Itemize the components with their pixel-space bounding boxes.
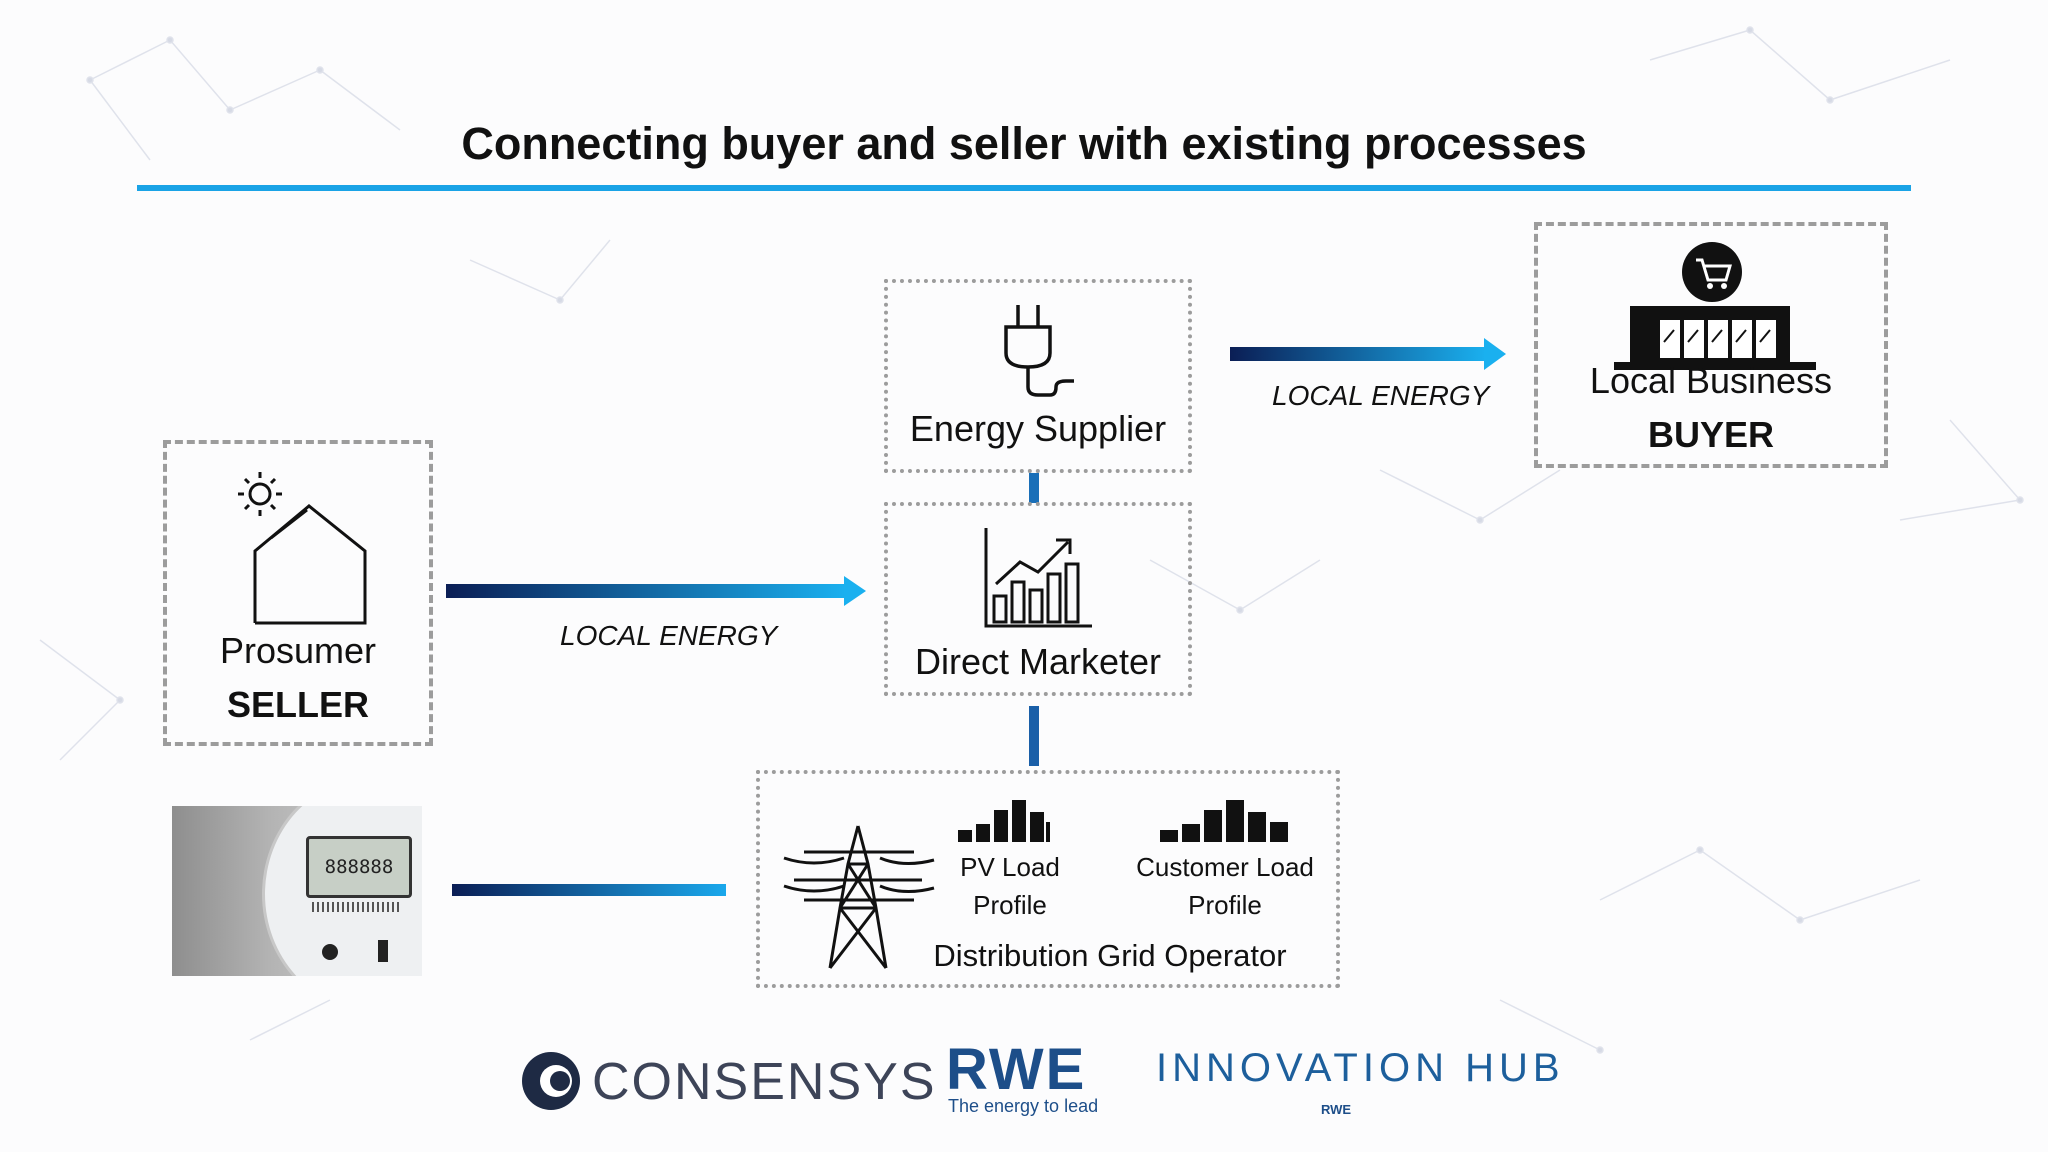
consensys-mark-icon bbox=[522, 1052, 580, 1110]
connector-supplier-marketer bbox=[1029, 473, 1039, 503]
innovation-hub-sub: RWE bbox=[1320, 1102, 1352, 1117]
meter-button bbox=[322, 944, 338, 960]
bars-profile-icon bbox=[958, 800, 1050, 842]
power-pylon-icon bbox=[783, 825, 935, 969]
direct-marketer-box: Direct Marketer bbox=[884, 502, 1192, 696]
pv-profile-line1: PV Load bbox=[960, 852, 1060, 882]
seller-box: Prosumer SELLER bbox=[163, 440, 433, 746]
bar-chart-growth-icon bbox=[984, 528, 1092, 628]
grid-operator-box: PV Load Profile Customer Load Profile Di… bbox=[756, 770, 1340, 988]
meter-port bbox=[378, 940, 388, 962]
innovation-hub-wordmark: INNOVATION HUB bbox=[1156, 1046, 1565, 1090]
consensys-wordmark: CONSENSYS bbox=[592, 1053, 937, 1111]
rwe-wordmark: RWE bbox=[946, 1037, 1087, 1102]
meter-display: 888888 bbox=[306, 836, 412, 898]
meter-connector bbox=[452, 884, 726, 896]
title-underline bbox=[137, 185, 1911, 191]
local-energy-arrow-seller bbox=[446, 576, 866, 606]
flow-label-seller: LOCAL ENERGY bbox=[560, 620, 778, 651]
power-plug-icon bbox=[1004, 305, 1074, 397]
pv-profile-line2: Profile bbox=[973, 890, 1047, 920]
seller-name: Prosumer bbox=[219, 630, 377, 671]
grid-operator-label: Distribution Grid Operator bbox=[933, 938, 1287, 973]
energy-supplier-box: Energy Supplier bbox=[884, 279, 1192, 473]
rwe-logo: RWE The energy to lead bbox=[946, 1036, 1116, 1120]
connector-marketer-grid bbox=[1029, 706, 1039, 766]
smart-meter-photo: 888888 bbox=[172, 806, 422, 976]
local-energy-arrow-buyer bbox=[1230, 338, 1506, 370]
slide-title: Connecting buyer and seller with existin… bbox=[461, 118, 1587, 169]
innovation-hub-logo: INNOVATION HUB RWE bbox=[1156, 1046, 1560, 1117]
bars-profile-icon bbox=[1160, 800, 1288, 842]
solar-house-icon bbox=[238, 472, 367, 625]
consensys-logo: CONSENSYS bbox=[520, 1050, 935, 1112]
energy-supplier-label: Energy Supplier bbox=[909, 408, 1167, 449]
buyer-role: BUYER bbox=[1647, 414, 1775, 455]
seller-role: SELLER bbox=[226, 684, 369, 725]
rwe-tagline: The energy to lead bbox=[948, 1096, 1099, 1116]
flow-label-buyer: LOCAL ENERGY bbox=[1272, 380, 1490, 411]
buyer-box: Local Business BUYER bbox=[1534, 222, 1888, 468]
customer-profile-line1: Customer Load bbox=[1136, 852, 1314, 882]
buyer-name: Local Business bbox=[1589, 360, 1833, 401]
direct-marketer-label: Direct Marketer bbox=[914, 641, 1162, 682]
shop-cart-icon bbox=[1614, 242, 1816, 370]
meter-text bbox=[312, 902, 402, 912]
customer-profile-line2: Profile bbox=[1188, 890, 1262, 920]
